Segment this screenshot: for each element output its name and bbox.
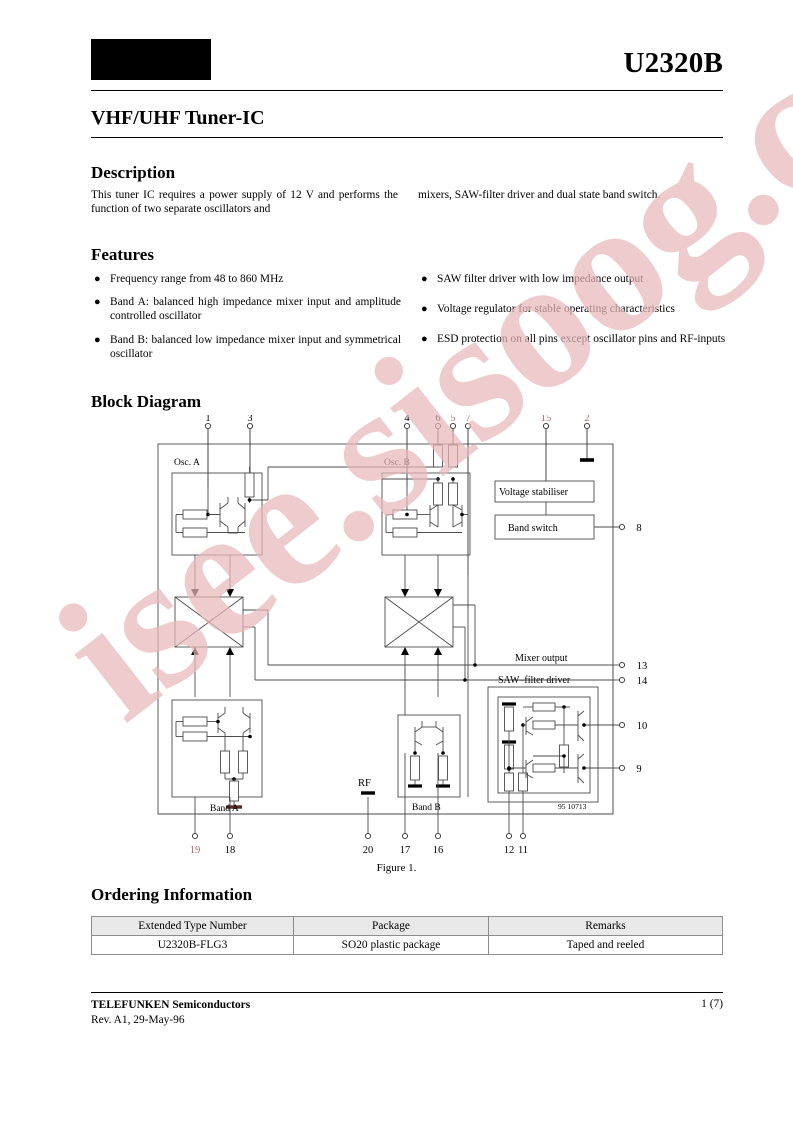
ordering-table: Extended Type Number Package Remarks U23… <box>91 916 723 955</box>
bullet-icon: ● <box>94 296 101 309</box>
page-title: VHF/UHF Tuner-IC <box>91 107 265 129</box>
pin-label-right-10: 10 <box>637 721 648 732</box>
band-a-block <box>171 699 263 798</box>
feature-text: Band B: balanced low impedance mixer inp… <box>110 333 401 360</box>
pin-label-right-14: 14 <box>637 676 648 687</box>
osc-a-label: Osc. A <box>174 458 200 468</box>
mixer-a-block <box>174 596 244 648</box>
description-column-left: This tuner IC requires a power supply of… <box>91 189 398 216</box>
pin-label-top-5: 5 <box>450 415 455 424</box>
pin-label-bottom-16: 16 <box>433 845 444 855</box>
rf-label: RF <box>358 778 371 789</box>
pin-label-top-6: 6 <box>435 415 440 424</box>
pin-label-top-3: 3 <box>247 415 252 424</box>
figure-caption: Figure 1. <box>376 862 417 874</box>
voltage-stabiliser-label: Voltage stabiliser <box>499 487 569 498</box>
part-number: U2320B <box>623 47 723 79</box>
saw-filter-driver-label: SAW–filter driver <box>498 675 571 686</box>
bullet-icon: ● <box>421 303 428 316</box>
footer-revision: Rev. A1, 29-May-96 <box>91 1014 185 1026</box>
pin-label-top-1: 1 <box>205 415 210 424</box>
block-diagram: Osc. A <box>150 413 650 856</box>
mixer-output-label: Mixer output <box>515 653 568 664</box>
features-column-left: ● Frequency range from 48 to 860 MHz ● B… <box>91 272 401 370</box>
feature-item: ● Frequency range from 48 to 860 MHz <box>91 272 401 286</box>
pin-label-bottom-17: 17 <box>400 845 411 855</box>
pin-label-bottom-19: 19 <box>190 845 201 855</box>
cell-remarks: Taped and reeled <box>488 935 723 955</box>
feature-text: Band A: balanced high impedance mixer in… <box>110 296 401 323</box>
osc-b-block <box>381 472 471 556</box>
pin-label-top-15: 15 <box>541 415 552 424</box>
column-header-package: Package <box>293 916 489 936</box>
feature-text: SAW filter driver with low impedance out… <box>437 273 644 285</box>
pin-label-top-7: 7 <box>465 415 470 424</box>
pin-label-bottom-12: 12 <box>504 845 515 855</box>
band-switch-label: Band switch <box>508 523 558 534</box>
bullet-icon: ● <box>421 333 428 346</box>
feature-text: Voltage regulator for stable operating c… <box>437 303 675 316</box>
column-header-remarks: Remarks <box>488 916 723 936</box>
feature-item: ● ESD protection on all pins except osci… <box>418 332 726 346</box>
voltage-stabiliser-block <box>494 480 595 503</box>
cell-package: SO20 plastic package <box>293 935 489 955</box>
drawing-number: 95 10713 <box>558 802 587 811</box>
pin-label-right-9: 9 <box>636 764 641 775</box>
feature-text: Frequency range from 48 to 860 MHz <box>110 273 284 285</box>
pin-label-right-8: 8 <box>636 523 641 534</box>
title-divider <box>91 137 723 138</box>
column-header-type-number: Extended Type Number <box>91 916 294 936</box>
saw-driver-outer <box>487 686 599 803</box>
footer-company: TELEFUNKEN Semiconductors <box>91 999 251 1011</box>
telefunken-logo <box>91 39 211 80</box>
osc-a-block <box>171 472 263 556</box>
band-a-label: Band A <box>210 804 239 814</box>
mixer-b-block <box>384 596 454 648</box>
feature-item: ● SAW filter driver with low impedance o… <box>418 272 726 286</box>
footer-left: TELEFUNKEN Semiconductors Rev. A1, 29-Ma… <box>91 998 250 1028</box>
bullet-icon: ● <box>94 273 101 285</box>
pin-label-bottom-11: 11 <box>518 845 528 855</box>
pin-label-bottom-20: 20 <box>363 845 374 855</box>
bullet-icon: ● <box>421 273 428 285</box>
osc-b-label: Osc. B <box>384 458 410 468</box>
features-heading: Features <box>91 245 154 264</box>
description-column-right: mixers, SAW-filter driver and dual state… <box>418 189 661 201</box>
cell-type-number: U2320B-FLG3 <box>91 935 294 955</box>
feature-text: ESD protection on all pins except oscill… <box>437 333 726 346</box>
bullet-icon: ● <box>94 333 101 346</box>
table-row: U2320B-FLG3 SO20 plastic package Taped a… <box>91 935 723 955</box>
description-heading: Description <box>91 163 176 182</box>
ordering-heading: Ordering Information <box>91 885 253 904</box>
block-diagram-svg: Osc. A <box>157 413 648 856</box>
pin-label-right-13: 13 <box>637 661 648 672</box>
band-b-label: Band B <box>412 803 441 813</box>
footer-divider <box>91 992 723 993</box>
feature-item: ● Band A: balanced high impedance mixer … <box>91 295 401 323</box>
footer-page-number: 1 (7) <box>701 998 723 1010</box>
features-column-right: ● SAW filter driver with low impedance o… <box>418 272 726 363</box>
band-b-block <box>397 714 461 798</box>
header-divider <box>91 90 723 91</box>
pin-label-top-2: 2 <box>584 415 589 424</box>
feature-item: ● Voltage regulator for stable operating… <box>418 302 726 316</box>
block-diagram-heading: Block Diagram <box>91 392 202 411</box>
table-header-row: Extended Type Number Package Remarks <box>91 916 723 936</box>
feature-item: ● Band B: balanced low impedance mixer i… <box>91 333 401 361</box>
pin-label-top-4: 4 <box>404 415 410 424</box>
pin-label-bottom-18: 18 <box>225 845 236 855</box>
